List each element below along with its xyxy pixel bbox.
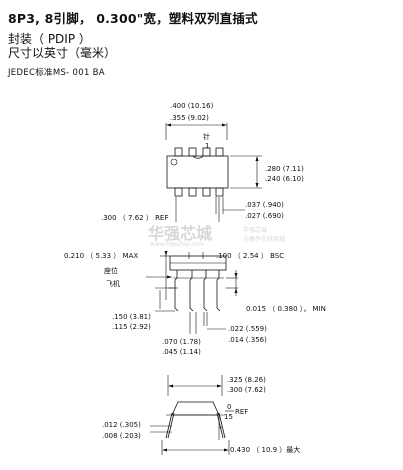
thickness-max: .012 (.305) xyxy=(102,421,141,429)
lead-width-min: .027 (.690) xyxy=(245,212,284,220)
shoulder-max: .070 (1.78) xyxy=(162,338,201,346)
pin1-label: 1 xyxy=(205,142,209,150)
watermark-brand: 华强芯城 xyxy=(148,224,212,243)
side-view: 0.210 （ 5.33 ） MAX .100 （ 2.54 ） BSC 座位 … xyxy=(64,251,326,356)
seating-plane: 座位 xyxy=(104,266,118,275)
standoff-min: 0.015 （ 0.380 ）， MIN xyxy=(246,305,326,313)
watermark-tag2: 元器件在线商城 xyxy=(243,235,285,243)
lead-width-max: .037 (.940) xyxy=(245,201,284,209)
jedec-standard: JEDEC标准MS- 001 BA xyxy=(8,68,105,78)
angle-ref: REF xyxy=(235,408,248,416)
overall-max: 0.430 （ 10.9 ）最大 xyxy=(230,445,300,454)
end-view: .325 (8.26) .300 (7.62) 0 15 REF .012 (.… xyxy=(102,375,300,455)
top-width-max: .400 (10.16) xyxy=(170,102,214,110)
watermark-tag: 华强芯城 xyxy=(243,226,267,234)
top-width-min: .355 (9.02) xyxy=(170,114,209,122)
ref-span: .300 （ 7.62 ） REF xyxy=(101,214,168,222)
top-height-min: .240 (6.10) xyxy=(265,175,304,183)
package-type: 封装（ PDIP ） xyxy=(8,32,91,46)
seating-plane-2: 飞机 xyxy=(106,279,120,288)
top-height-max: .280 (7.11) xyxy=(265,165,304,173)
lead-length-max: .150 (3.81) xyxy=(112,313,151,321)
watermark: 华强芯城 www.hqschip.com 华强芯城 元器件在线商城 xyxy=(148,224,285,248)
max-height: 0.210 （ 5.33 ） MAX xyxy=(64,252,138,260)
pin-pitch: .100 （ 2.54 ） BSC xyxy=(216,252,284,260)
thickness-min: .008 (.203) xyxy=(102,432,141,440)
watermark-url: www.hqschip.com xyxy=(150,241,204,248)
span-min: .300 (7.62) xyxy=(227,386,266,394)
lead-length-min: .115 (2.92) xyxy=(112,323,151,331)
top-view: .400 (10.16) .355 (9.02) 针 1 .280 (7.11)… xyxy=(101,102,304,222)
span-max: .325 (8.26) xyxy=(227,376,266,384)
shoulder-min: .045 (1.14) xyxy=(162,348,201,356)
angle-min: 0 xyxy=(227,403,231,411)
angle-max: 15 xyxy=(224,413,233,421)
lead-dia-max: .022 (.559) xyxy=(228,325,267,333)
pin1-mark: 针 xyxy=(203,132,210,141)
lead-dia-min: .014 (.356) xyxy=(228,336,267,344)
unit-note: 尺寸以英寸（毫米） xyxy=(8,46,117,60)
document-title: 8P3, 8引脚， 0.300"宽，塑料双列直插式 xyxy=(8,11,258,26)
